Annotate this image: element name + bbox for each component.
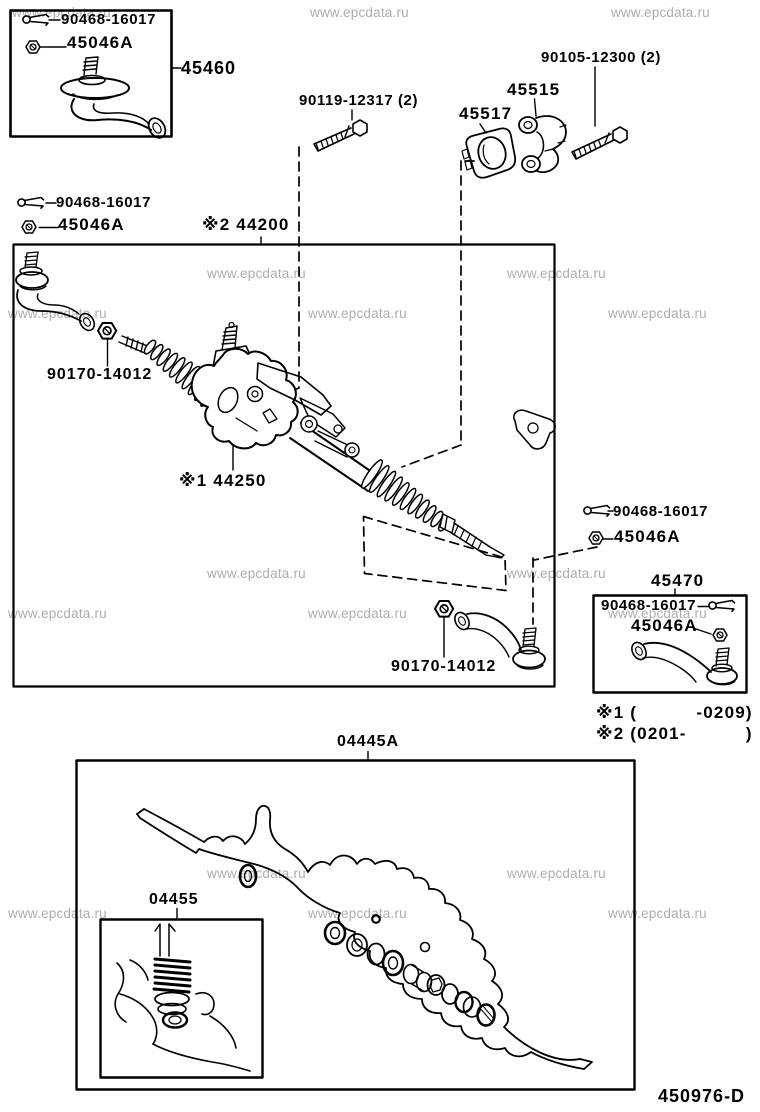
nut-icon	[712, 628, 728, 642]
part-label-04445a: 04445A	[337, 733, 400, 750]
tie-rod-end-right-drawing	[454, 611, 546, 670]
part-label-45046a: 45046A	[631, 616, 698, 635]
bolt-90119-drawing	[313, 119, 368, 152]
part-label-90468-16017: 90468-16017	[613, 503, 709, 520]
grommet-45517-drawing	[461, 127, 517, 179]
nut-icon	[434, 600, 455, 618]
part-label-45515: 45515	[507, 80, 561, 99]
tie-rod-end-left-drawing	[15, 251, 96, 332]
cotter-pin-icon	[583, 504, 611, 518]
part-label-45046a: 45046A	[67, 33, 134, 52]
part-label-45460: 45460	[181, 58, 237, 78]
part-label-04455: 04455	[149, 891, 199, 908]
watermark: www.epcdata.ru	[308, 606, 407, 621]
part-label-44250: ※1 44250	[179, 471, 267, 490]
diagram-code: 450976-D	[658, 1086, 746, 1106]
valve-kit-drawing	[114, 923, 251, 1072]
watermark: www.epcdata.ru	[507, 866, 606, 881]
watermark: www.epcdata.ru	[507, 566, 606, 581]
nut-icon	[21, 220, 37, 234]
inner-box-04455	[99, 918, 264, 1079]
part-label-90105-12300: 90105-12300 (2)	[541, 49, 661, 66]
watermark: www.epcdata.ru	[8, 606, 107, 621]
watermark: www.epcdata.ru	[8, 906, 107, 921]
diagram-footnote-1: ※1 ( -0209)	[596, 703, 753, 722]
part-label-90468-16017: 90468-16017	[61, 11, 157, 28]
part-label-90468-16017: 90468-16017	[601, 597, 697, 614]
watermark: www.epcdata.ru	[608, 306, 707, 321]
watermark: www.epcdata.ru	[207, 566, 306, 581]
cotter-pin-icon	[708, 599, 736, 613]
part-box-45460	[9, 9, 173, 139]
gasket-kit-box-04445a	[75, 759, 636, 1091]
part-label-90468-16017: 90468-16017	[56, 194, 152, 211]
main-part-box-44200	[12, 243, 556, 688]
seal-ring-row	[238, 863, 496, 1027]
part-label-45517: 45517	[459, 104, 513, 123]
steering-rack-drawing	[118, 321, 556, 559]
clamp-45515-drawing	[518, 115, 567, 174]
nut-icon	[97, 322, 118, 340]
part-label-45470: 45470	[651, 571, 705, 590]
part-label-45046a: 45046A	[58, 215, 125, 234]
bolt-90105-drawing	[571, 126, 628, 160]
part-label-44200: ※2 44200	[202, 215, 290, 234]
part-label-90170-14012: 90170-14012	[391, 658, 497, 675]
cotter-pin-icon	[22, 13, 50, 27]
part-box-45470	[592, 594, 748, 694]
nut-icon	[588, 531, 604, 545]
watermark: www.epcdata.ru	[611, 5, 710, 20]
watermark: www.epcdata.ru	[207, 266, 306, 281]
nut-icon	[25, 40, 41, 54]
watermark: www.epcdata.ru	[507, 266, 606, 281]
part-label-90119-12317: 90119-12317 (2)	[299, 92, 419, 109]
diagram-footnote-2: ※2 (0201- )	[596, 724, 753, 743]
cotter-pin-icon	[17, 196, 45, 209]
part-label-45046a: 45046A	[614, 527, 681, 546]
watermark: www.epcdata.ru	[608, 606, 707, 621]
dashed-leader-lines	[286, 146, 598, 625]
right-boot-bellows	[360, 459, 451, 532]
watermark: www.epcdata.ru	[608, 906, 707, 921]
part-label-90170-14012: 90170-14012	[47, 366, 153, 383]
watermark: www.epcdata.ru	[310, 5, 409, 20]
watermark: www.epcdata.ru	[308, 306, 407, 321]
